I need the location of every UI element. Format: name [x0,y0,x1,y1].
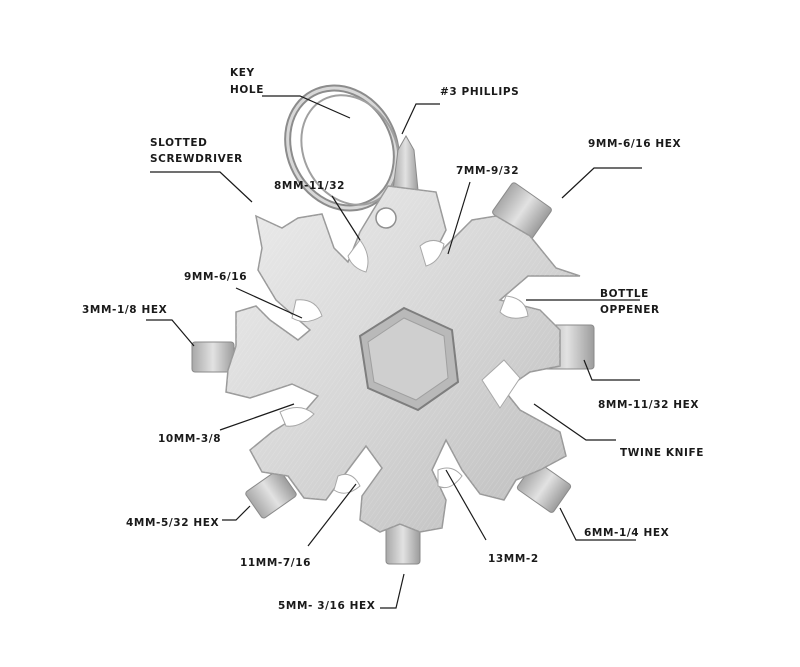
label-9mm-6-16: 9MM-6/16 [184,271,247,283]
label-6mm-hex: 6MM-1/4 HEX [584,527,669,539]
label-11mm: 11MM-7/16 [240,557,311,569]
label-9mm-hex: 9MM-6/16 HEX [588,138,681,150]
label-key-hole-line2: HOLE [230,84,264,96]
label-8mm-11-32: 8MM-11/32 [274,180,345,192]
label-slotted-line2: SCREWDRIVER [150,153,243,165]
snowflake-tool-body [191,134,595,565]
label-10mm: 10MM-3/8 [158,433,221,445]
label-phillips: #3 PHILLIPS [440,86,519,98]
label-5mm-hex: 5MM- 3/16 HEX [278,600,375,612]
hex-bit-left [191,341,235,373]
leader-lines [146,95,642,609]
callout-labels: KEY HOLE #3 PHILLIPS SLOTTED SCREWDRIVER… [82,67,704,612]
key-hole [375,207,397,229]
label-4mm-hex: 4MM-5/32 HEX [126,517,219,529]
label-8mm-hex: 8MM-11/32 HEX [598,399,699,411]
label-7mm-9-32: 7MM-9/32 [456,165,519,177]
label-13mm: 13MM-2 [488,553,539,565]
label-twine-knife: TWINE KNIFE [620,447,704,459]
label-3mm-hex: 3MM-1/8 HEX [82,304,167,316]
label-key-hole-line1: KEY [230,67,255,79]
label-bottle-line2: OPPENER [600,304,660,316]
label-slotted-line1: SLOTTED [150,137,207,149]
hex-bit-bottom-left [245,469,297,519]
key-ring [284,84,400,212]
label-bottle-line1: BOTTLE [600,288,649,300]
